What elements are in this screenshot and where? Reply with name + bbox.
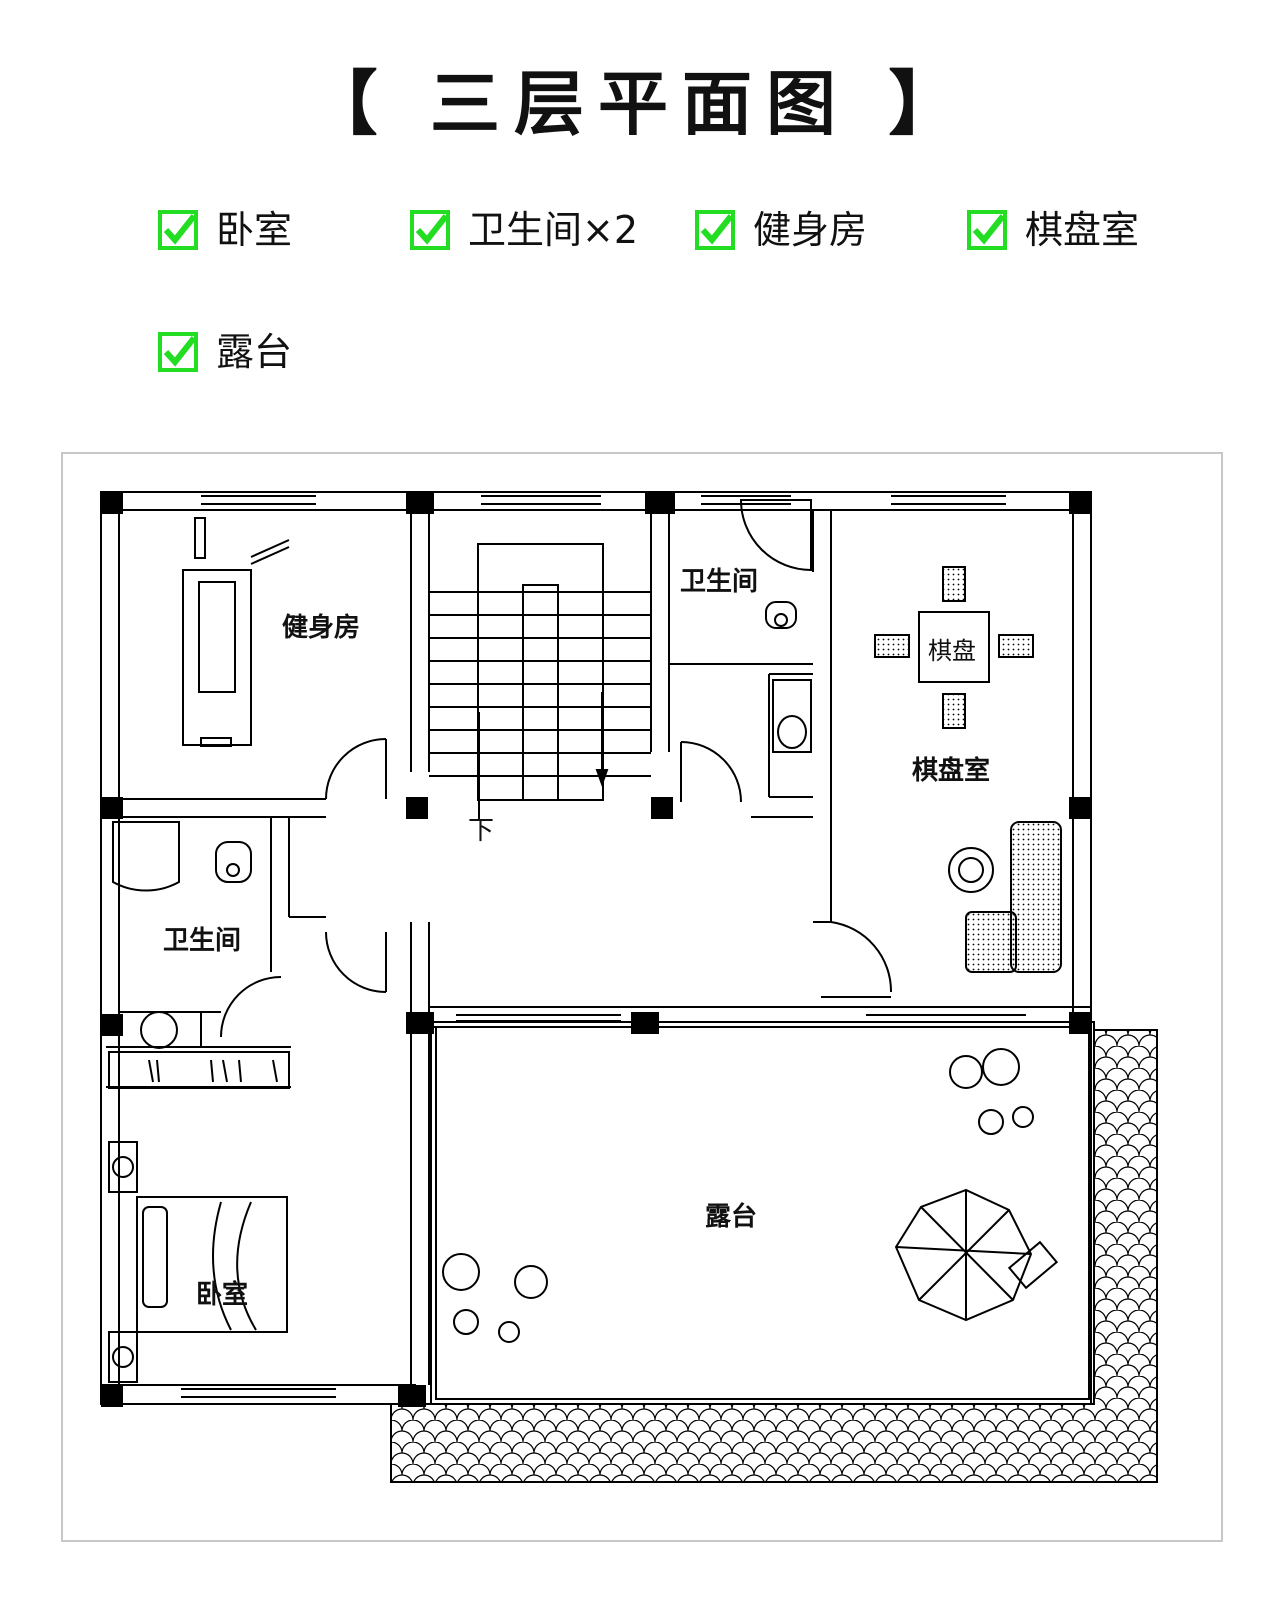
checkbox-check-icon	[410, 210, 450, 250]
room-label-bedroom: 卧室	[196, 1280, 249, 1310]
stair-down-label: 下	[468, 816, 495, 846]
feature-label: 棋盘室	[1025, 208, 1140, 252]
page-title: 【 三层平面图 】	[307, 63, 973, 145]
room-label-terrace: 露台	[705, 1202, 758, 1232]
room-label-gym: 健身房	[282, 613, 361, 643]
feature-item: 露台	[158, 328, 292, 376]
feature-item: 棋盘室	[967, 206, 1139, 254]
feature-item: 健身房	[695, 206, 867, 254]
chess-table-label: 棋盘	[928, 637, 976, 665]
room-label-bath-top: 卫生间	[680, 567, 759, 597]
feature-label: 卫生间×2	[468, 208, 639, 252]
feature-label: 卧室	[216, 208, 293, 252]
feature-label: 露台	[216, 330, 293, 374]
room-label-chess: 棋盘室	[912, 756, 991, 786]
plan-frame	[61, 452, 1223, 1542]
checkbox-check-icon	[158, 332, 198, 372]
checkbox-check-icon	[967, 210, 1007, 250]
room-label-bath-left: 卫生间	[163, 926, 242, 956]
checkbox-check-icon	[158, 210, 198, 250]
feature-item: 卧室	[158, 206, 292, 254]
floor-plan	[100, 491, 1158, 1483]
feature-label: 健身房	[753, 208, 868, 252]
feature-item: 卫生间×2	[410, 206, 638, 254]
checkbox-check-icon	[695, 210, 735, 250]
